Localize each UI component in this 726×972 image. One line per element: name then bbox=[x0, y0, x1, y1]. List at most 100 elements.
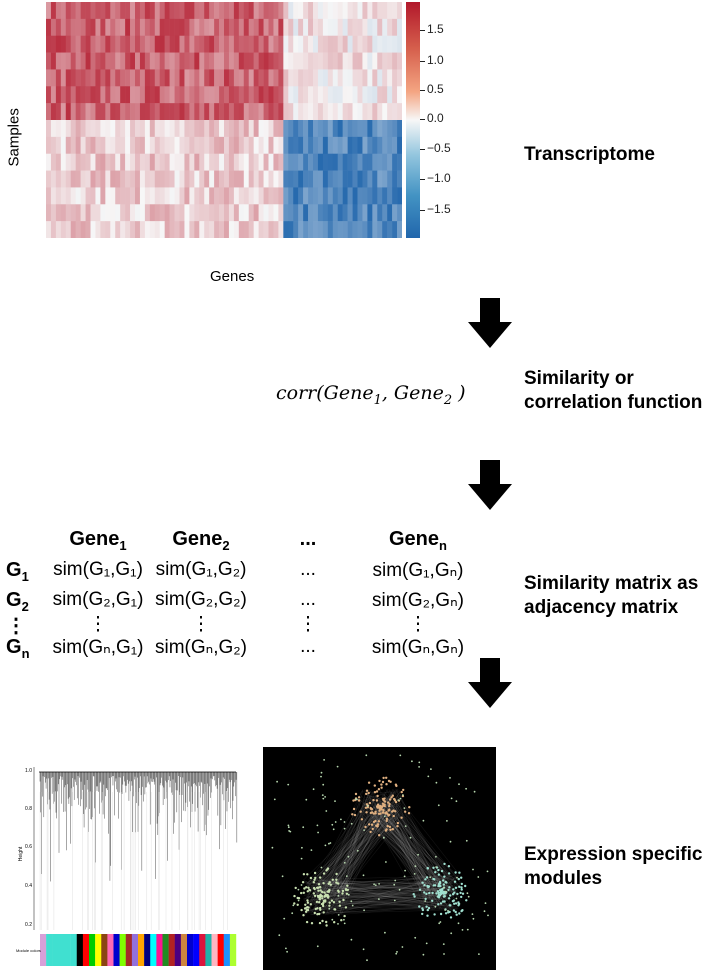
heatmap-cell bbox=[332, 170, 339, 188]
network-edge bbox=[339, 909, 457, 914]
heatmap-cell bbox=[392, 103, 398, 121]
heatmap-cell bbox=[194, 69, 200, 87]
heatmap-cell bbox=[60, 86, 67, 104]
heatmap-cell bbox=[199, 170, 205, 188]
colorbar-tick-mark bbox=[420, 61, 425, 62]
heatmap-cell bbox=[308, 170, 314, 188]
heatmap-cell bbox=[352, 35, 358, 53]
heatmap-cell bbox=[283, 221, 289, 238]
heatmap-cell bbox=[248, 18, 254, 37]
heatmap-cell bbox=[263, 86, 269, 104]
network-edge bbox=[325, 904, 454, 914]
network-node bbox=[321, 890, 324, 894]
heatmap-cell bbox=[55, 187, 62, 205]
heatmap-cell bbox=[357, 221, 363, 238]
network-node bbox=[384, 931, 386, 934]
heatmap-cell bbox=[115, 221, 121, 238]
network-node bbox=[321, 903, 325, 906]
network-edge bbox=[307, 818, 377, 881]
heatmap-cell bbox=[214, 103, 220, 121]
heatmap-cell bbox=[164, 153, 170, 171]
heatmap-cell bbox=[317, 2, 324, 20]
heatmap-cell bbox=[100, 120, 106, 138]
network-edge bbox=[369, 813, 428, 899]
network-node bbox=[425, 876, 429, 879]
heatmap-cell bbox=[60, 187, 67, 205]
heatmap-cell bbox=[139, 18, 146, 37]
network-node bbox=[414, 865, 417, 868]
network-node bbox=[401, 946, 404, 948]
network-node bbox=[454, 902, 458, 905]
heatmap-cell bbox=[46, 136, 52, 155]
network-node bbox=[334, 800, 336, 802]
network-node bbox=[362, 874, 365, 877]
heatmap-cell bbox=[238, 35, 245, 53]
heatmap-cell bbox=[164, 35, 170, 53]
network-edge bbox=[371, 814, 426, 878]
heatmap-cell bbox=[228, 86, 235, 104]
network-node bbox=[342, 898, 345, 902]
heatmap-cell bbox=[164, 52, 170, 70]
heatmap-cell bbox=[125, 153, 131, 171]
heatmap-cell bbox=[243, 204, 250, 222]
heatmap-cell bbox=[224, 18, 230, 37]
network-node bbox=[352, 807, 356, 811]
network-node bbox=[302, 826, 305, 829]
network-node bbox=[387, 779, 391, 783]
heatmap-cell bbox=[342, 170, 348, 188]
module-color-band bbox=[168, 934, 175, 966]
heatmap-cell bbox=[164, 221, 170, 238]
network-node bbox=[372, 798, 375, 802]
heatmap-cell bbox=[278, 187, 284, 205]
network-edge bbox=[340, 874, 440, 914]
heatmap-cell bbox=[179, 120, 185, 138]
network-edge bbox=[317, 906, 458, 911]
network-edge bbox=[308, 877, 461, 904]
heatmap-cell bbox=[169, 153, 175, 171]
network-node bbox=[378, 883, 380, 885]
heatmap-cell bbox=[233, 18, 240, 37]
heatmap-cell bbox=[293, 187, 299, 205]
network-edge bbox=[326, 895, 452, 899]
heatmap-cell bbox=[110, 120, 116, 138]
heatmap-cell bbox=[179, 52, 185, 70]
network-edge bbox=[391, 788, 460, 876]
heatmap-cell bbox=[70, 120, 76, 138]
module-color-band bbox=[46, 934, 53, 966]
heatmap-cell bbox=[382, 52, 388, 70]
network-edge bbox=[309, 887, 315, 911]
heatmap-cell bbox=[278, 103, 284, 121]
heatmap-cell bbox=[209, 52, 215, 70]
heatmap-cell bbox=[95, 52, 101, 70]
heatmap-cell bbox=[46, 69, 52, 87]
heatmap-cell bbox=[283, 2, 289, 20]
heatmap-cell bbox=[135, 120, 141, 138]
network-node bbox=[281, 875, 284, 878]
heatmap-cell bbox=[327, 2, 334, 20]
network-edge bbox=[323, 794, 371, 914]
network-node bbox=[297, 899, 300, 902]
heatmap-cell bbox=[233, 86, 240, 104]
heatmap-cell bbox=[194, 86, 200, 104]
heatmap-cell bbox=[332, 204, 339, 222]
network-node bbox=[395, 952, 398, 955]
network-node bbox=[364, 825, 367, 829]
heatmap-cell bbox=[313, 136, 319, 155]
heatmap-cell bbox=[105, 153, 111, 171]
network-edge bbox=[383, 821, 440, 894]
heatmap-cell bbox=[174, 187, 180, 205]
network-edge bbox=[380, 804, 430, 893]
module-color-band bbox=[76, 934, 84, 966]
network-node bbox=[305, 920, 309, 924]
network-node bbox=[383, 815, 386, 818]
heatmap-cell bbox=[75, 120, 81, 138]
heatmap-cell bbox=[50, 153, 57, 171]
heatmap-cell bbox=[288, 221, 294, 238]
heatmap-cell bbox=[313, 153, 319, 171]
heatmap-cell bbox=[238, 170, 245, 188]
heatmap-cell bbox=[322, 204, 329, 222]
heatmap-cell bbox=[268, 170, 274, 188]
dendrogram-tick-label: 0.2 bbox=[25, 922, 32, 928]
heatmap-cell bbox=[115, 204, 121, 222]
heatmap-cell bbox=[95, 136, 101, 155]
